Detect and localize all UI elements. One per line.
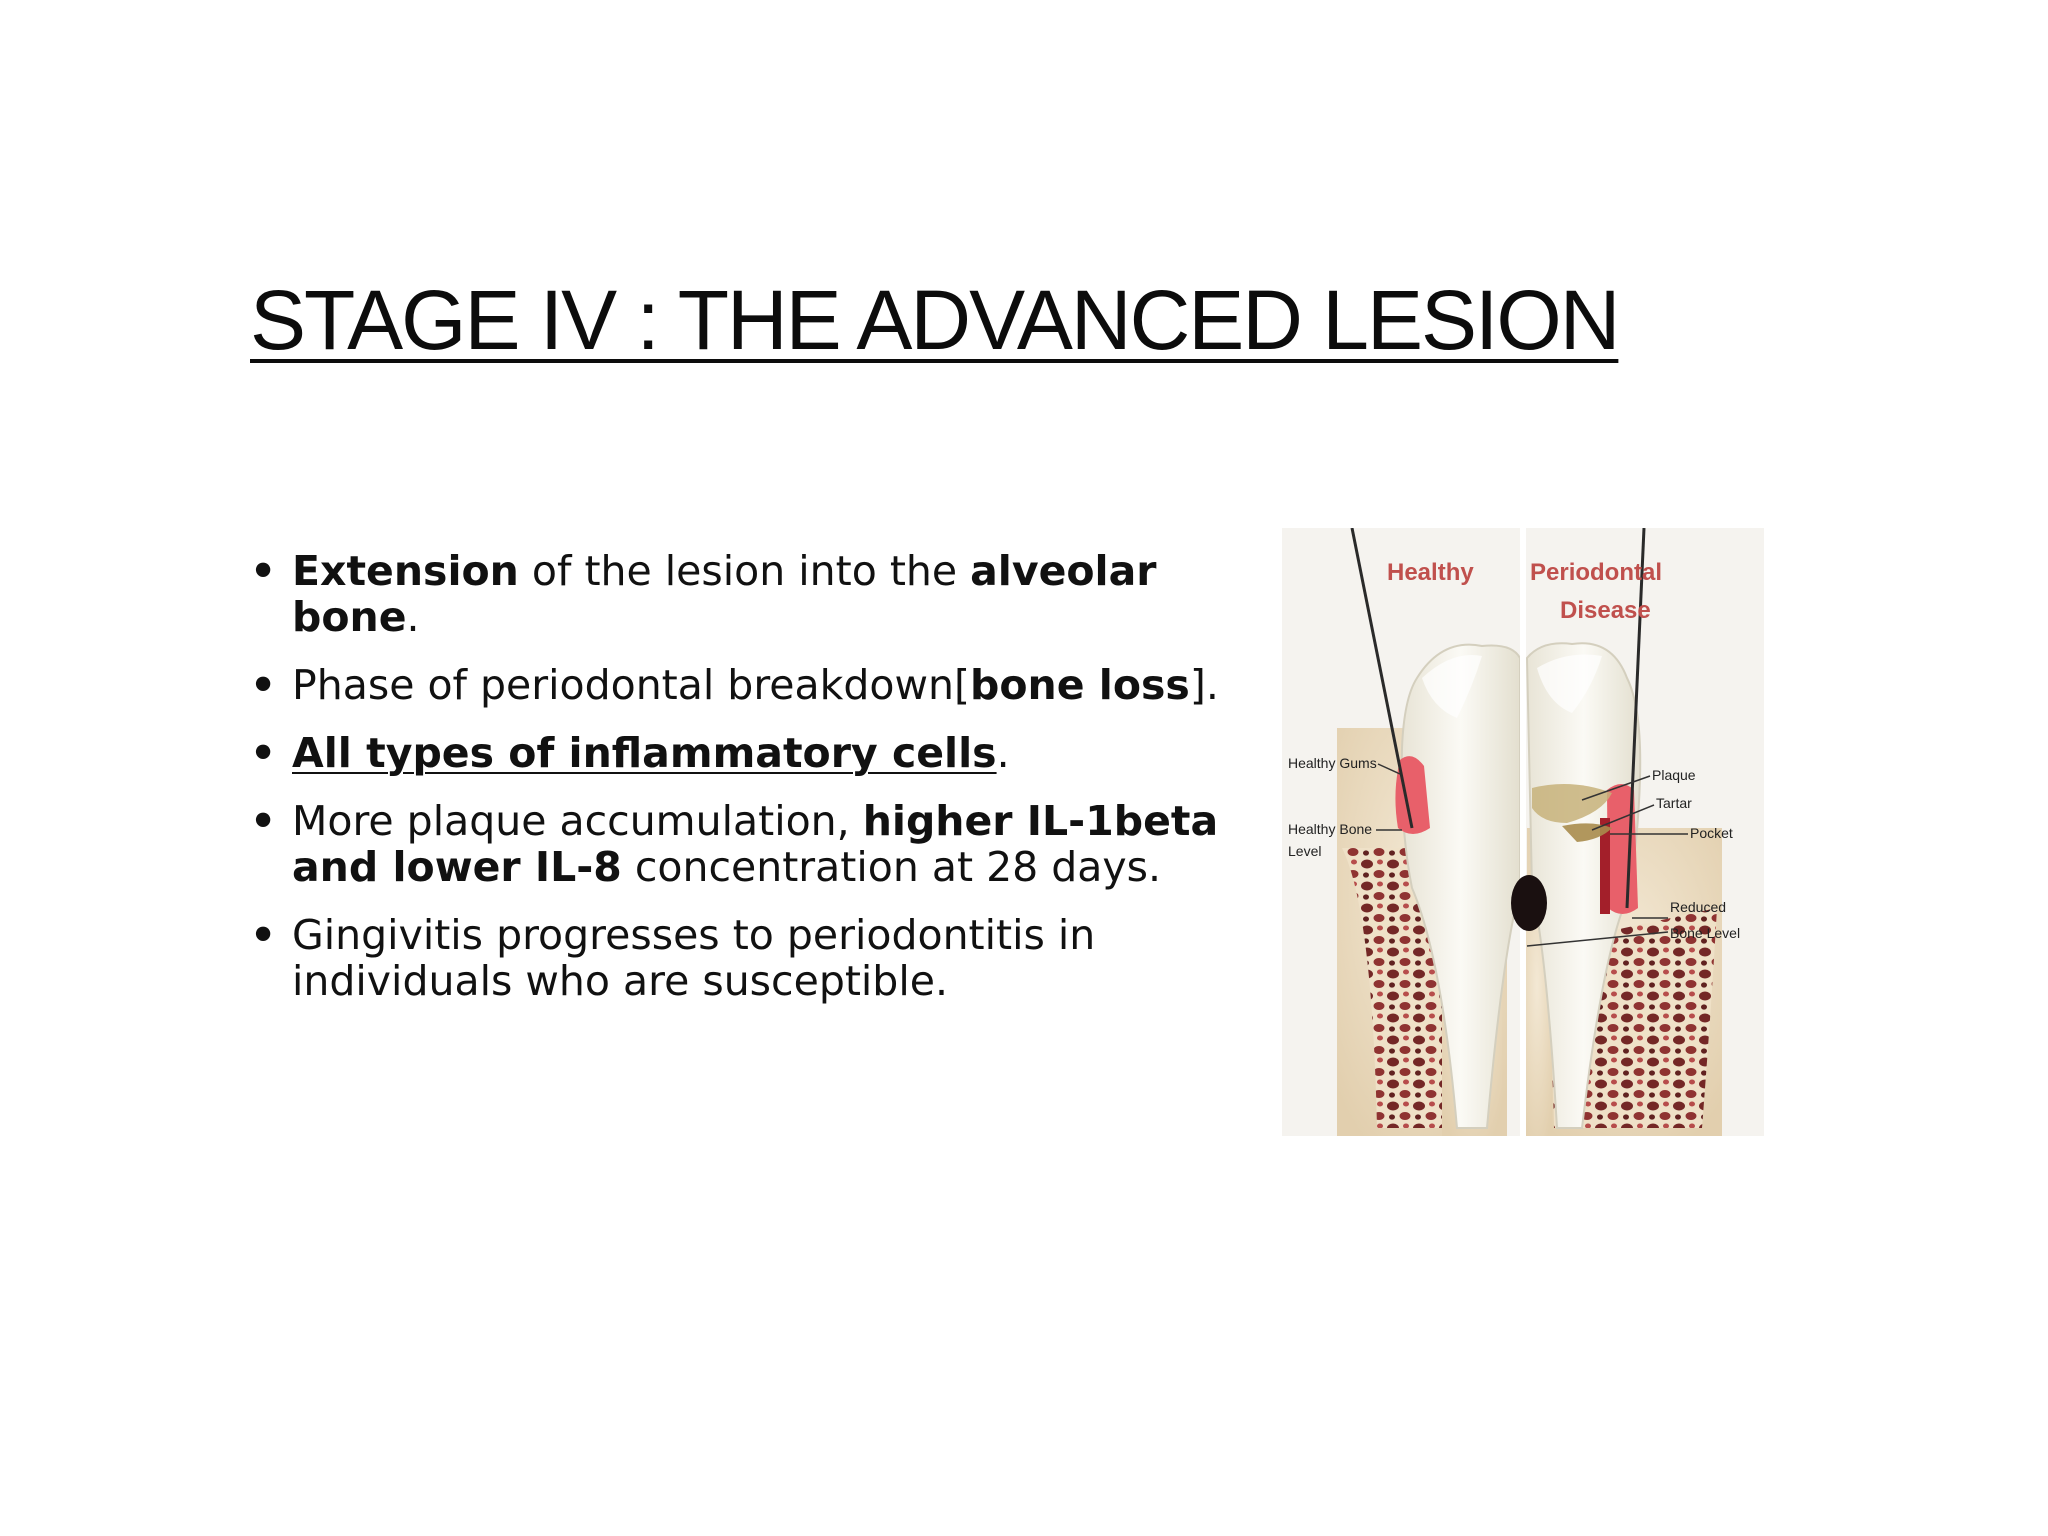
bone-loss-gap (1511, 875, 1547, 931)
bullet-text-part: More plaque accumulation, (292, 797, 863, 845)
label-plaque: Plaque (1652, 767, 1696, 783)
plaque-deposit (1532, 784, 1612, 823)
heading-periodontal: Periodontal (1530, 559, 1662, 586)
label-pocket: Pocket (1690, 825, 1733, 841)
bullet-text-part: Extension (292, 547, 519, 595)
bullet-text-part: concentration at 28 days. (621, 843, 1162, 891)
bullet-item: More plaque accumulation, higher IL-1bet… (250, 798, 1230, 890)
label-reduced-2: Bone Level (1670, 925, 1740, 941)
disease-gum (1607, 784, 1638, 914)
bullet-text-part: . (996, 729, 1010, 777)
label-healthy-gums: Healthy Gums (1288, 755, 1377, 771)
heading-healthy: Healthy (1387, 559, 1474, 586)
periodontal-pocket (1600, 818, 1610, 914)
bullet-list: Extension of the lesion into the alveola… (250, 548, 1230, 1026)
tooth-cross-section-illustration: Healthy Periodontal Disease Healthy Gums… (1282, 528, 1764, 1136)
healthy-gum (1395, 756, 1430, 834)
bullet-text-part: ]. (1189, 661, 1219, 709)
label-reduced-1: Reduced (1670, 899, 1726, 915)
bullet-text-part: . (406, 593, 420, 641)
bullet-item: Gingivitis progresses to periodontitis i… (250, 912, 1230, 1004)
periodontal-diagram: Healthy Periodontal Disease Healthy Gums… (1282, 528, 1764, 1136)
bullet-text-part: higher IL-1beta and lower IL-8 (292, 797, 1219, 891)
bullet-item: Phase of periodontal breakdown[bone loss… (250, 662, 1230, 708)
tartar-deposit (1562, 823, 1612, 842)
bullet-text-part: alveolar bone (292, 547, 1157, 641)
bullet-text-part: Phase of periodontal breakdown[ (292, 661, 971, 709)
heading-disease: Disease (1560, 597, 1651, 624)
bullet-text-part: bone loss (970, 661, 1190, 709)
probe-left (1350, 528, 1414, 829)
label-healthy-bone-2: Level (1288, 843, 1321, 859)
probe-right (1625, 528, 1646, 909)
label-tartar: Tartar (1656, 795, 1692, 811)
bullet-text-part: Gingivitis progresses to periodontitis i… (292, 911, 1096, 1005)
section-divider (1520, 528, 1526, 1136)
label-healthy-bone-1: Healthy Bone (1288, 821, 1372, 837)
bullet-item: All types of inflammatory cells. (250, 730, 1230, 776)
slide-title: STAGE IV : THE ADVANCED LESION (250, 273, 1620, 367)
bullet-text-part: of the lesion into the (518, 547, 971, 595)
bullet-item: Extension of the lesion into the alveola… (250, 548, 1230, 640)
bullet-text-part: All types of inflammatory cells (292, 729, 997, 777)
